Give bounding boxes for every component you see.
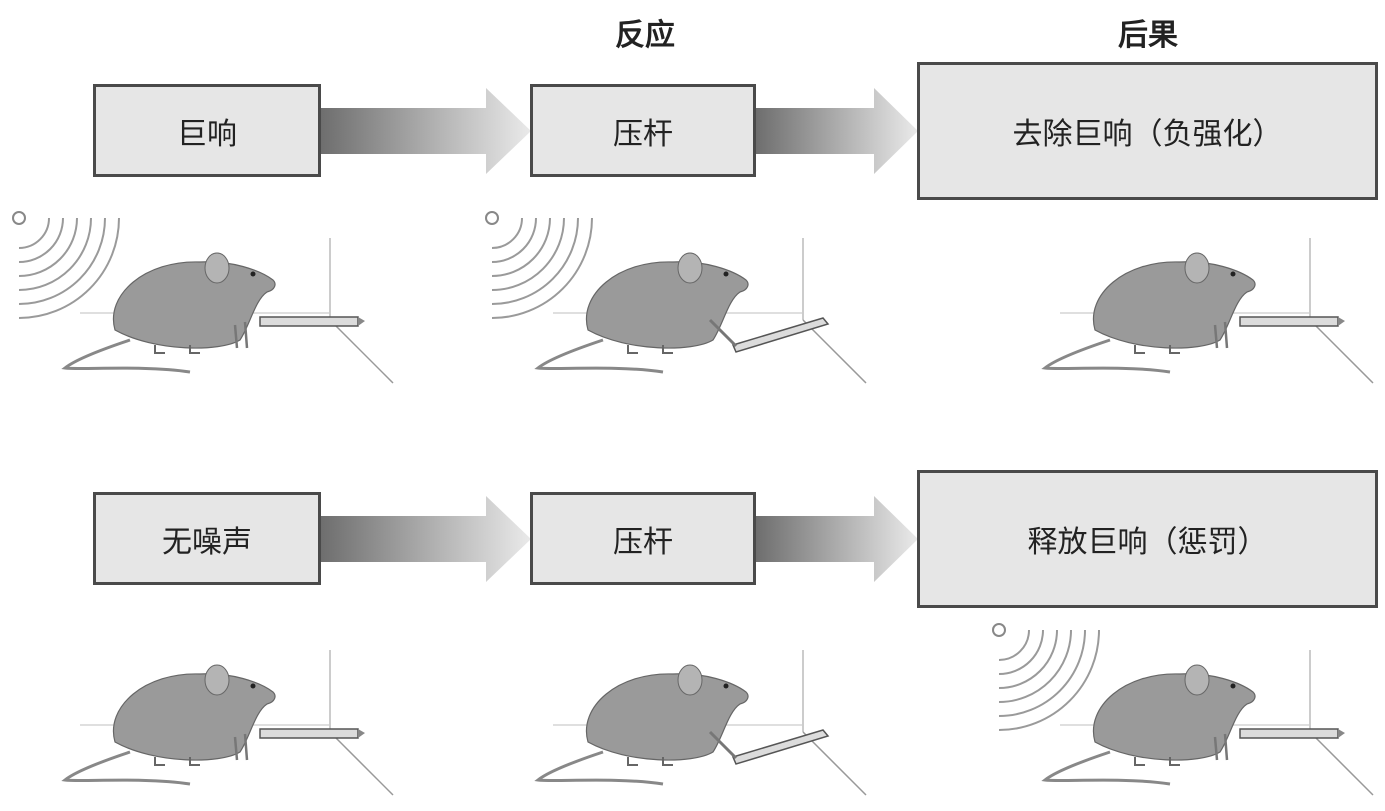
mouse-ear [677, 664, 703, 696]
mouse [61, 252, 276, 374]
mouse [534, 664, 749, 786]
mouse-tail [61, 338, 191, 374]
mouse [534, 252, 749, 374]
mouse-scene [534, 650, 867, 796]
header-consequence: 后果 [1118, 18, 1178, 53]
row2-response-box: 压杆 [530, 492, 756, 585]
lever [731, 317, 830, 353]
mouse-body [585, 261, 749, 349]
mouse-tail [1041, 750, 1171, 786]
mouse-eye [1230, 683, 1236, 689]
mouse-eye [250, 271, 256, 277]
lever [1239, 316, 1345, 327]
mouse-ear [1184, 664, 1210, 696]
mouse-eye [250, 683, 256, 689]
mouse-body [585, 673, 749, 761]
mouse-eye [723, 271, 729, 277]
mouse-scene [61, 650, 394, 796]
row2-arrow-2 [756, 496, 918, 582]
mouse [61, 664, 276, 786]
mouse-paw-on-lever [708, 730, 738, 760]
mouse-tail [534, 750, 664, 786]
mouse [1041, 664, 1256, 786]
row2-arrow-1 [321, 496, 531, 582]
mouse-front-legs [233, 733, 249, 761]
lever [1239, 728, 1345, 739]
mouse-hind-feet [1134, 757, 1180, 766]
mouse-front-legs [1213, 321, 1229, 349]
mouse-hind-feet [627, 345, 673, 354]
mouse-tail [1041, 338, 1171, 374]
sound-waves-icon [12, 211, 120, 319]
mouse-paw-on-lever [708, 318, 738, 348]
header-response: 反应 [615, 18, 675, 53]
row1-stimulus-box: 巨响 [93, 84, 321, 177]
mouse-front-legs [233, 321, 249, 349]
lever [259, 316, 365, 327]
row1-arrow-1 [321, 88, 531, 174]
lever [259, 728, 365, 739]
row1-arrow-2 [756, 88, 918, 174]
mouse-scene [992, 623, 1374, 796]
mouse-tail [534, 338, 664, 374]
row2-stimulus-box: 无噪声 [93, 492, 321, 585]
mouse-hind-feet [154, 757, 200, 766]
mouse [1041, 252, 1256, 374]
mouse-ear [677, 252, 703, 284]
lever [731, 729, 830, 765]
mouse-hind-feet [1134, 345, 1180, 354]
row1-response-box: 压杆 [530, 84, 756, 177]
mouse-hind-feet [627, 757, 673, 766]
sound-waves-icon [485, 211, 593, 319]
row2-consequence-box: 释放巨响（惩罚） [917, 470, 1378, 608]
mouse-scene [485, 211, 867, 384]
mouse-ear [204, 252, 230, 284]
sound-waves-icon [992, 623, 1100, 731]
mouse-ear [204, 664, 230, 696]
mouse-eye [723, 683, 729, 689]
mouse-front-legs [1213, 733, 1229, 761]
mouse-hind-feet [154, 345, 200, 354]
mouse-scene [1041, 238, 1374, 384]
row1-consequence-box: 去除巨响（负强化） [917, 62, 1378, 200]
mouse-scene [12, 211, 394, 384]
mouse-ear [1184, 252, 1210, 284]
mouse-tail [61, 750, 191, 786]
mouse-eye [1230, 271, 1236, 277]
